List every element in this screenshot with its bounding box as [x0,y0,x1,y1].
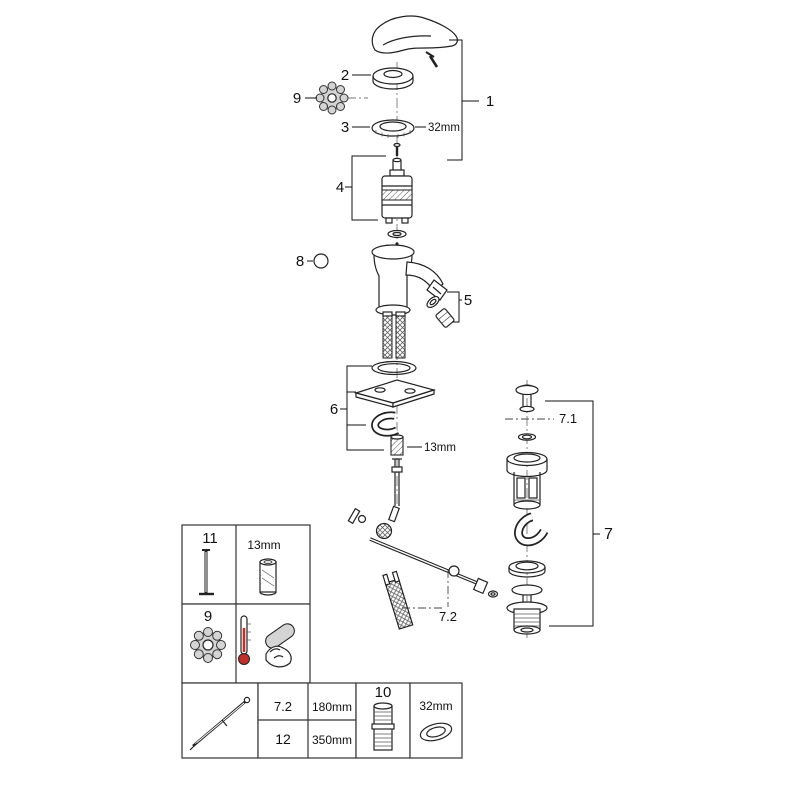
inset-9-label: 9 [204,608,212,625]
callout-2-label: 2 [341,67,349,84]
threaded-stud-drawing [390,434,404,456]
callout-1-label: 1 [486,93,494,110]
callout-7-2-label: 7.2 [439,609,457,624]
centerlines [310,62,528,638]
side-knob-drawing [313,253,329,269]
popup-lever-drawing [382,570,414,630]
inset-rod-drawing [189,696,251,751]
drain-clamp-drawing [514,511,550,547]
handle-screw-drawing [425,51,439,68]
table-row1-length: 180mm [312,700,352,714]
inset-10-label: 10 [375,684,392,701]
pin-tool-drawing [199,549,214,596]
star-adapter-drawing [315,81,349,115]
hoses-drawing [382,311,406,359]
threaded-rod-drawing [391,458,403,506]
mounting-plate-drawing [353,379,437,408]
drain-body-drawing [506,451,548,510]
drain-gasket-drawing [508,560,546,578]
horseshoe-washer-drawing [371,411,407,437]
callout-5-label: 5 [464,292,472,309]
popup-linkage-drawing [347,505,499,598]
callout-8-label: 8 [296,253,304,270]
cartridge-screw-drawing [393,142,401,156]
table-row1-part: 7.2 [274,699,292,714]
callout-7-label: 7 [604,526,613,543]
threaded-ring-drawing [371,119,415,138]
popup-knob-drawing [515,384,539,413]
mounting-oring-drawing [371,360,417,376]
socket-drawing [259,558,277,596]
drain-flange-drawing [506,584,548,635]
cartridge-drawing [381,157,413,224]
callout-3-label: 3 [341,119,349,136]
dim-32mm-label: 32mm [428,122,460,134]
knob-ring-drawing [517,433,537,441]
callout-7-1-label: 7.1 [559,411,577,426]
cartridge-oring-drawing [387,229,407,246]
callout-4-label: 4 [336,179,344,196]
inset-11-label: 11 [202,530,218,547]
callout-9-label: 9 [293,90,301,107]
adapter-drawing [371,702,395,751]
handle-drawing [371,15,458,54]
table-row2-part: 12 [275,731,291,747]
thermometer-icon [238,615,251,665]
hand-lever-icon [265,623,295,668]
dim-13mm-label: 13mm [424,442,456,454]
callout-6-label: 6 [330,401,338,418]
cap-ring-drawing [372,67,414,90]
aerator-parts-drawing [426,295,455,328]
inset-ring-drawing [419,722,453,742]
inset-13mm-label: 13mm [247,538,280,552]
inset-star-drawing [190,627,226,663]
callout-leaders [305,39,600,627]
inset-32mm-label: 32mm [419,699,452,713]
table-row2-length: 350mm [312,733,352,747]
